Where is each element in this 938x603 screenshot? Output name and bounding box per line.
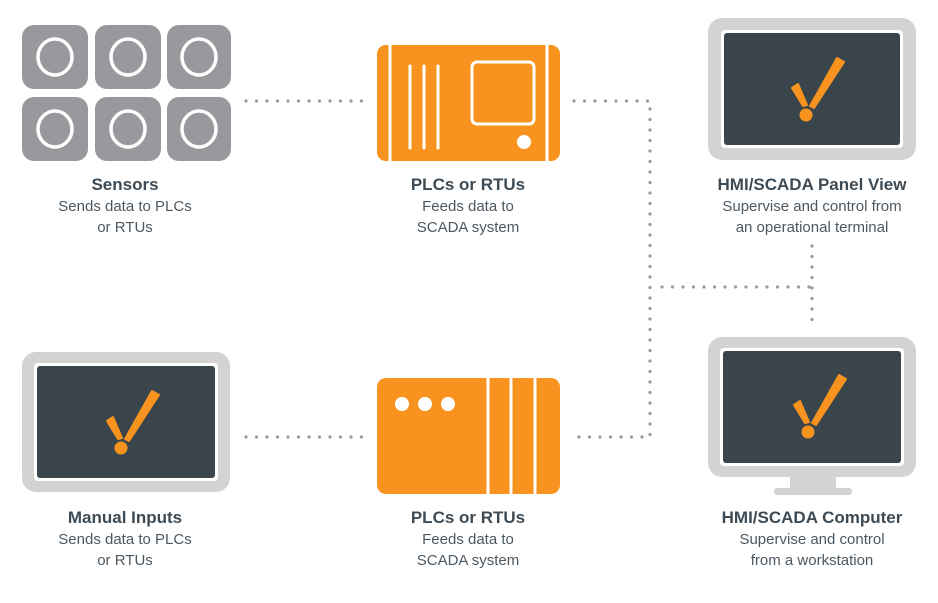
node-title: HMI/SCADA Computer	[721, 508, 903, 527]
node-title: Manual Inputs	[67, 508, 183, 527]
sensors-icon	[22, 25, 231, 161]
plc-top-icon	[377, 45, 560, 161]
node-desc: Sends data to PLCs	[58, 531, 192, 548]
node-desc: from a workstation	[750, 552, 874, 569]
hmi-computer-monitor-icon	[708, 337, 916, 495]
hmi-computer-label: HMI/SCADA Computer Supervise and control…	[682, 507, 938, 571]
node-title: PLCs or RTUs	[410, 175, 526, 194]
node-desc: Feeds data to	[422, 198, 514, 215]
node-title: HMI/SCADA Panel View	[717, 175, 907, 194]
node-desc: Supervise and control	[739, 531, 885, 548]
plc-bottom-label: PLCs or RTUs Feeds data to SCADA system	[338, 507, 598, 571]
plc-top-label: PLCs or RTUs Feeds data to SCADA system	[338, 174, 598, 238]
manual-inputs-monitor-icon	[22, 352, 230, 492]
node-desc: SCADA system	[416, 219, 520, 236]
node-desc: SCADA system	[416, 552, 520, 569]
node-desc: an operational terminal	[735, 219, 889, 236]
connector-plc-top-bus	[572, 99, 652, 439]
node-desc: Sends data to PLCs	[58, 198, 192, 215]
node-title: Sensors	[91, 175, 159, 194]
hmi-panel-monitor-icon	[708, 18, 916, 160]
sensors-label: Sensors Sends data to PLCs or RTUs	[0, 174, 255, 238]
node-desc: or RTUs	[97, 552, 153, 569]
node-desc: Supervise and control from	[722, 198, 902, 215]
node-title: PLCs or RTUs	[410, 508, 526, 527]
node-desc: or RTUs	[97, 219, 153, 236]
hmi-panel-label: HMI/SCADA Panel View Supervise and contr…	[682, 174, 938, 238]
node-desc: Feeds data to	[422, 531, 514, 548]
plc-bottom-icon	[377, 378, 560, 494]
connector-lines	[244, 99, 814, 439]
manual-inputs-label: Manual Inputs Sends data to PLCs or RTUs	[0, 507, 255, 571]
